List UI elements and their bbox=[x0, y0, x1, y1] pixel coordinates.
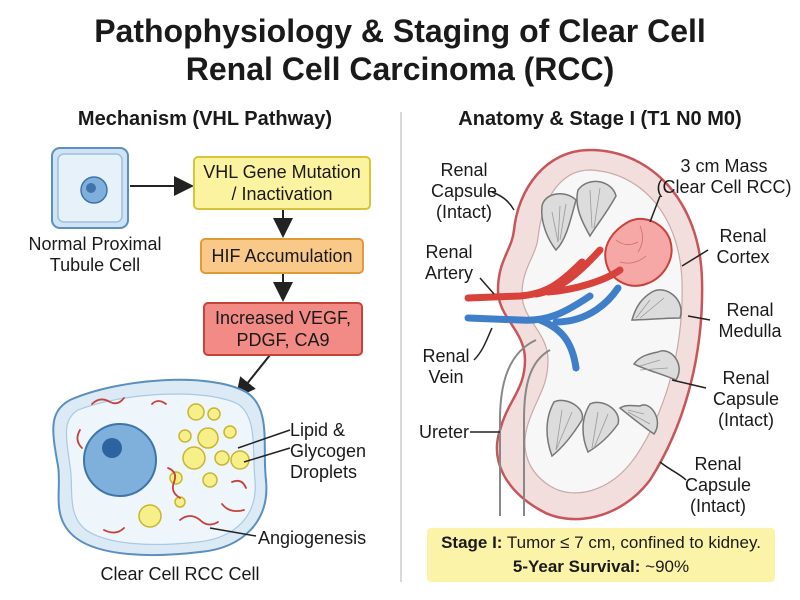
stage-summary-box: Stage I: Tumor ≤ 7 cm, confined to kidne… bbox=[427, 528, 775, 582]
capsule-top-label: Renal Capsule (Intact) bbox=[430, 160, 498, 222]
rcc-cell-icon bbox=[52, 378, 291, 557]
angiogenesis-vessels bbox=[76, 397, 247, 534]
lipid-droplets bbox=[138, 403, 250, 528]
normal-cell-label: Normal Proximal Tubule Cell bbox=[28, 234, 162, 275]
normal-cell-icon bbox=[51, 147, 129, 229]
capsule-bottom-label: Renal Capsule (Intact) bbox=[684, 454, 752, 516]
kidney-illustration bbox=[464, 148, 704, 521]
renal-artery bbox=[464, 246, 624, 302]
rcc-cell-label: Clear Cell RCC Cell bbox=[100, 564, 260, 584]
kidney-pointers bbox=[470, 191, 711, 481]
page-title: Pathophysiology & Staging of Clear Cell … bbox=[0, 12, 800, 88]
vegf-pdgf-box: Increased VEGF, PDGF, CA9 bbox=[203, 302, 363, 356]
stage-line: Stage I: Tumor ≤ 7 cm, confined to kidne… bbox=[441, 533, 761, 552]
renal-vein bbox=[464, 284, 622, 372]
renal-cortex-label: Renal Cortex bbox=[716, 226, 770, 267]
title-line-1: Pathophysiology & Staging of Clear Cell bbox=[94, 13, 706, 49]
mechanism-arrows bbox=[130, 176, 293, 399]
hif-accumulation-box: HIF Accumulation bbox=[200, 238, 364, 274]
mechanism-heading: Mechanism (VHL Pathway) bbox=[77, 108, 333, 130]
lipid-glycogen-label: Lipid & Glycogen Droplets bbox=[290, 420, 367, 482]
title-line-2: Renal Cell Carcinoma (RCC) bbox=[185, 51, 615, 87]
panel-divider bbox=[400, 112, 402, 582]
capsule-mid-label: Renal Capsule (Intact) bbox=[712, 368, 780, 430]
anatomy-heading: Anatomy & Stage I (T1 N0 M0) bbox=[458, 108, 742, 130]
renal-vein-label: Renal Vein bbox=[422, 346, 470, 387]
renal-artery-label: Renal Artery bbox=[424, 242, 473, 283]
angiogenesis-label: Angiogenesis bbox=[258, 528, 367, 548]
mass-label: 3 cm Mass (Clear Cell RCC) bbox=[656, 156, 792, 197]
survival-line: 5-Year Survival: ~90% bbox=[512, 557, 690, 576]
ureter-label: Ureter bbox=[418, 422, 469, 442]
renal-medulla-label: Renal Medulla bbox=[718, 300, 782, 341]
vhl-mutation-box: VHL Gene Mutation / Inactivation bbox=[193, 156, 371, 210]
renal-pyramids bbox=[540, 180, 682, 458]
